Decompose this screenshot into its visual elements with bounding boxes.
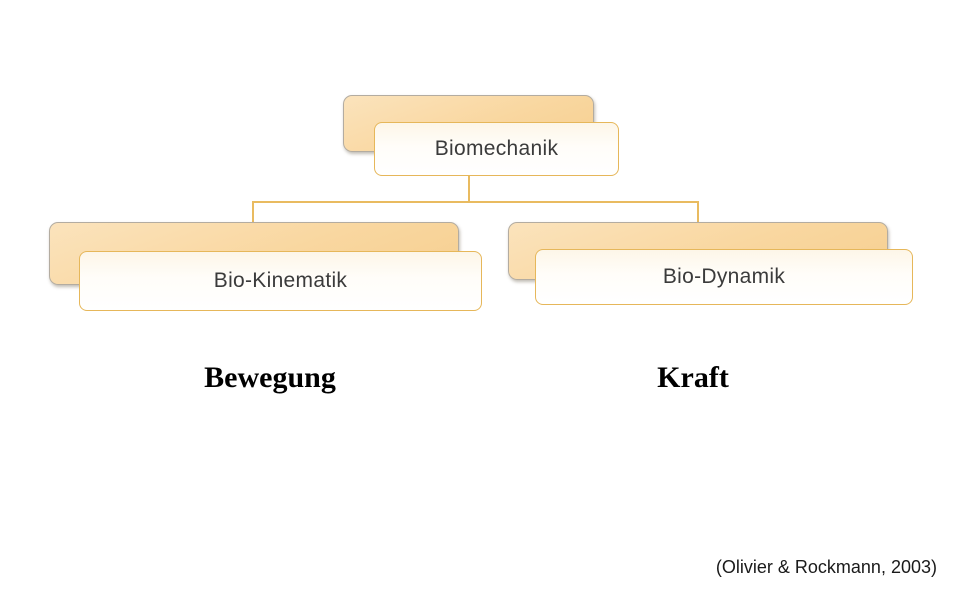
connector-stem — [468, 176, 470, 202]
bio-dynamik-box: Bio-Dynamik — [535, 249, 913, 305]
bio-kinematik-label: Bio-Kinematik — [213, 269, 348, 292]
bio-dynamik-label: Bio-Dynamik — [662, 265, 786, 288]
bio-kinematik-box: Bio-Kinematik — [79, 251, 482, 311]
label-kraft: Kraft — [657, 361, 729, 394]
connector-drop-right — [697, 201, 699, 222]
biomechanik-box: Biomechanik — [374, 122, 619, 176]
connector-drop-left — [252, 201, 254, 222]
label-bewegung: Bewegung — [204, 361, 336, 394]
connector-crossbar — [252, 201, 698, 203]
biomechanik-label: Biomechanik — [434, 137, 559, 160]
citation: (Olivier & Rockmann, 2003) — [715, 557, 937, 577]
